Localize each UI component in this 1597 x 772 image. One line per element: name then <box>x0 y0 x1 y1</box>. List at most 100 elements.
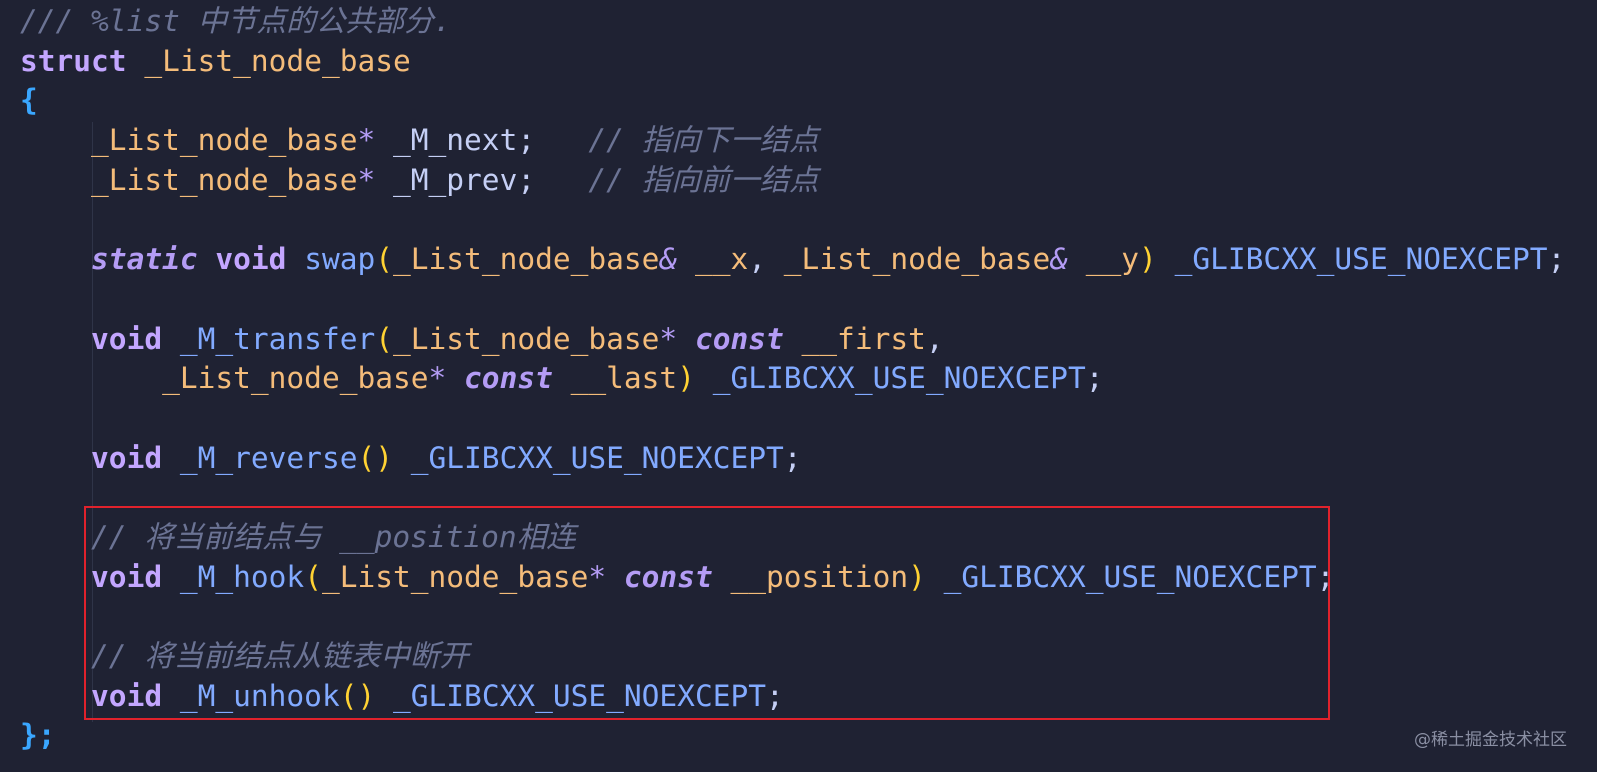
code-token-punct <box>198 242 216 276</box>
code-line: }; <box>20 716 1565 756</box>
code-token-punct: ; <box>1547 242 1566 277</box>
code-token-kw: void <box>215 242 287 277</box>
code-token-op: * <box>357 123 376 158</box>
code-line <box>20 280 1565 320</box>
code-token-macro: _GLIBCXX_USE_NOEXCEPT <box>712 361 1086 396</box>
code-token-kw-i: const <box>623 559 713 594</box>
code-token-comment: // 指向下一结点 <box>588 123 819 158</box>
code-token-param: __position <box>730 559 909 594</box>
code-token-type: _List_node_base <box>162 361 429 396</box>
code-token-type: _List_node_base <box>783 242 1051 277</box>
code-token-type: _List_node_base <box>321 559 589 594</box>
code-token-punct <box>784 322 802 356</box>
code-token-punct <box>677 322 695 356</box>
code-block: /// %list 中节点的公共部分. struct _List_node_bas… <box>20 2 1565 756</box>
code-line: void _M_hook(_List_node_base* const __po… <box>20 558 1565 598</box>
code-token-brace: }; <box>20 718 56 753</box>
code-token-punct <box>20 679 91 713</box>
code-token-func: _M_transfer <box>179 321 376 356</box>
code-token-type: _List_node_base <box>144 43 411 78</box>
code-token-func: _M_reverse <box>179 440 358 475</box>
code-token-punct: ; <box>517 162 589 197</box>
code-line: /// %list 中节点的公共部分. <box>20 2 1565 42</box>
code-token-comment: // 将当前结点从链表中断开 <box>91 639 469 673</box>
code-token-punct <box>677 242 695 276</box>
code-token-paren: ) <box>908 559 926 594</box>
code-token-paren: ) <box>1139 242 1157 277</box>
code-token-paren: ( <box>304 559 322 594</box>
code-token-punct: ; <box>1085 361 1104 396</box>
code-token-param: __first <box>801 321 926 356</box>
code-token-type: _List_node_base <box>393 321 660 356</box>
code-token-punct <box>20 163 91 197</box>
code-token-punct: ; <box>766 678 784 713</box>
code-token-kw: struct <box>20 43 127 78</box>
code-token-brace: { <box>20 83 38 118</box>
code-token-punct <box>127 44 145 78</box>
code-token-punct <box>20 322 91 356</box>
code-token-comment: /// %list 中节点的公共部分. <box>20 4 452 38</box>
code-token-param: __x <box>694 242 749 277</box>
code-token-punct <box>20 361 162 395</box>
code-token-paren: ( <box>375 242 394 277</box>
code-token-punct: , <box>748 242 784 277</box>
code-token-punct <box>162 441 180 475</box>
code-token-op: * <box>357 162 376 197</box>
code-token-op: * <box>588 559 607 594</box>
code-token-paren: () <box>339 678 376 713</box>
code-token-comment: // 指向前一结点 <box>588 162 819 197</box>
code-line: // 将当前结点与 __position相连 <box>20 518 1565 558</box>
code-token-kw-i: static <box>91 242 198 277</box>
code-line: void _M_reverse() _GLIBCXX_USE_NOEXCEPT; <box>20 439 1565 479</box>
watermark: @稀土掘金技术社区 <box>1414 730 1567 750</box>
code-token-punct <box>162 322 180 356</box>
highlight-box <box>84 506 1330 720</box>
code-token-op: & <box>659 242 678 277</box>
code-line: struct _List_node_base <box>20 42 1565 82</box>
code-token-comment: // 将当前结点与 __position相连 <box>91 519 576 554</box>
code-token-punct: , <box>925 321 944 356</box>
code-token-punct <box>20 123 91 157</box>
code-token-kw: void <box>91 321 163 356</box>
code-line: { <box>20 81 1565 121</box>
code-token-kw-i: const <box>464 361 553 396</box>
code-token-member: _M_next <box>393 123 518 158</box>
code-token-punct <box>1157 242 1175 276</box>
code-token-param: __y <box>1085 242 1140 277</box>
code-line <box>20 200 1565 240</box>
code-line: _List_node_base* _M_next; // 指向下一结点 <box>20 121 1565 161</box>
code-line: void _M_unhook() _GLIBCXX_USE_NOEXCEPT; <box>20 677 1565 717</box>
code-line: _List_node_base* const __last) _GLIBCXX_… <box>20 359 1565 399</box>
code-token-macro: _GLIBCXX_USE_NOEXCEPT <box>1174 242 1548 277</box>
code-token-macro: _GLIBCXX_USE_NOEXCEPT <box>943 559 1317 594</box>
code-token-op: * <box>659 321 678 356</box>
code-token-punct <box>20 441 91 475</box>
code-token-punct <box>286 242 304 276</box>
code-token-op: & <box>1050 242 1068 277</box>
code-token-paren: ( <box>375 321 393 356</box>
code-token-kw-i: const <box>694 321 784 356</box>
code-token-punct <box>375 163 393 197</box>
code-token-param: __last <box>570 361 678 396</box>
code-token-func: _M_unhook <box>179 678 340 713</box>
code-token-type: _List_node_base <box>91 123 358 158</box>
code-token-punct <box>20 639 91 673</box>
code-line: // 将当前结点从链表中断开 <box>20 637 1565 677</box>
indent-guide <box>92 122 93 722</box>
code-token-type: _List_node_base <box>91 162 358 197</box>
code-token-punct <box>1068 242 1086 276</box>
code-token-kw: void <box>91 678 163 713</box>
code-token-func: swap <box>304 242 376 277</box>
code-token-op: * <box>428 361 447 396</box>
code-line: void _M_transfer(_List_node_base* const … <box>20 320 1565 360</box>
code-line <box>20 399 1565 439</box>
code-token-punct: ; <box>517 123 589 158</box>
code-token-kw: void <box>91 559 163 594</box>
code-token-func: _M_hook <box>179 559 305 594</box>
code-token-punct <box>20 560 91 594</box>
code-token-punct: ; <box>783 440 802 475</box>
code-token-punct <box>375 123 393 157</box>
code-token-punct <box>695 361 713 395</box>
code-token-member: _M_prev <box>393 162 518 197</box>
code-token-kw: void <box>91 440 163 475</box>
